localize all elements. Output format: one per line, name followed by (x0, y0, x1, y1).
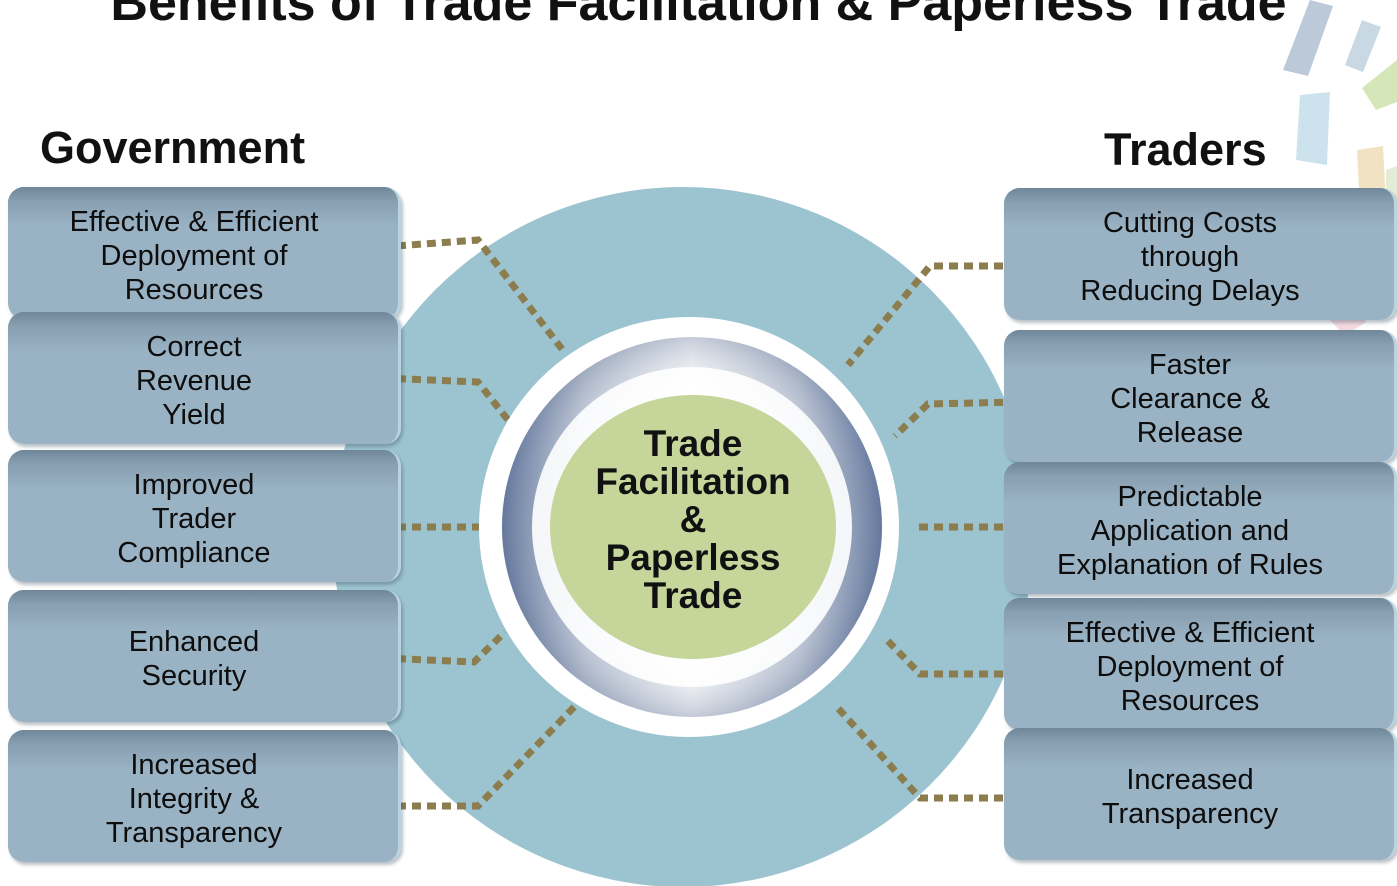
traders-box-2: Faster Clearance & Release (1004, 330, 1397, 462)
traders-box-4: Effective & Efficient Deployment of Reso… (1004, 598, 1397, 730)
traders-box-1: Cutting Costs through Reducing Delays (1004, 188, 1397, 320)
connectors-right (833, 262, 1019, 802)
government-box-label: Enhanced Security (128, 626, 260, 692)
government-box-label: Improved Trader Compliance (117, 469, 271, 569)
traders-box-label: Increased Transparency (1101, 764, 1279, 830)
government-box-2: Correct Revenue Yield (8, 312, 401, 444)
government-box-label: Correct Revenue Yield (135, 331, 253, 431)
hub-center: Trade Facilitation & Paperless Trade (550, 395, 836, 659)
hub-label: Trade Facilitation & Paperless Trade (595, 423, 791, 616)
government-box-label: Effective & Efficient Deployment of Reso… (69, 206, 319, 306)
government-box-1: Effective & Efficient Deployment of Reso… (8, 187, 401, 319)
traders-box-label: Cutting Costs through Reducing Delays (1080, 207, 1300, 307)
government-box-5: Increased Integrity & Transparency (8, 730, 401, 862)
traders-box-label: Faster Clearance & Release (1110, 349, 1270, 449)
traders-heading: Traders (1104, 124, 1267, 175)
traders-box-3: Predictable Application and Explanation … (1004, 462, 1397, 594)
traders-box-label: Predictable Application and Explanation … (1057, 481, 1323, 581)
traders-box-label: Effective & Efficient Deployment of Reso… (1065, 617, 1315, 717)
government-box-label: Increased Integrity & Transparency (105, 749, 283, 849)
government-box-4: Enhanced Security (8, 590, 401, 722)
page-title: Benefits of Trade Facilitation & Paperle… (110, 0, 1287, 32)
government-heading: Government (40, 122, 306, 173)
traders-box-5: Increased Transparency (1004, 728, 1397, 860)
government-box-3: Improved Trader Compliance (8, 450, 401, 582)
